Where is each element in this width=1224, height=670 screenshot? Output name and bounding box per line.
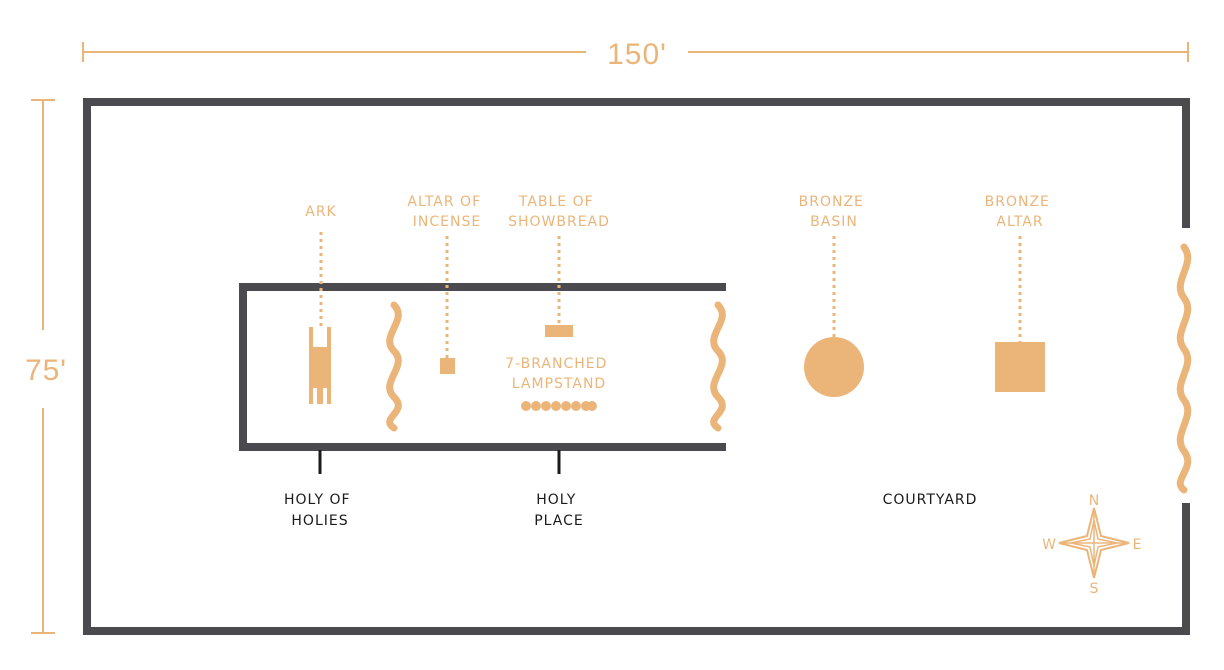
holy-of-holies-label: HOLY OF HOLIES xyxy=(284,492,356,529)
bronze-basin: BRONZE BASIN xyxy=(799,194,870,397)
compass-rose-icon: N S E W xyxy=(1042,493,1141,597)
compass-west: W xyxy=(1042,537,1056,553)
width-dimension: 150' xyxy=(82,38,1189,71)
tent-wall xyxy=(239,283,726,451)
holy-place-area: HOLY PLACE xyxy=(534,450,584,529)
bronze-basin-shape xyxy=(804,337,864,397)
lampstand-label: 7-BRANCHED LAMPSTAND xyxy=(505,356,613,392)
compass-east: E xyxy=(1133,537,1142,553)
table-of-showbread-label: TABLE OF SHOWBREAD xyxy=(508,194,610,230)
compass-south: S xyxy=(1090,581,1099,597)
courtyard-gate-curtain xyxy=(1176,243,1192,494)
bronze-altar-shape xyxy=(995,342,1045,392)
altar-of-incense-label: ALTAR OF INCENSE xyxy=(407,194,486,230)
table-of-showbread-shape xyxy=(545,325,573,337)
tent-entrance-curtain xyxy=(710,301,726,432)
inner-veil-curtain xyxy=(386,301,402,432)
holy-of-holies-area: HOLY OF HOLIES xyxy=(284,450,356,529)
bronze-altar-label: BRONZE ALTAR xyxy=(985,194,1056,230)
ark-label: ARK xyxy=(305,204,337,220)
altar-of-incense-shape xyxy=(440,358,455,374)
bronze-altar: BRONZE ALTAR xyxy=(985,194,1056,392)
holy-place-label: HOLY PLACE xyxy=(534,492,584,529)
courtyard-area: COURTYARD xyxy=(883,492,978,508)
table-of-showbread: TABLE OF SHOWBREAD xyxy=(508,194,610,337)
courtyard-wall xyxy=(83,98,1190,635)
width-label: 150' xyxy=(607,38,667,71)
lampstand: 7-BRANCHED LAMPSTAND xyxy=(505,356,613,411)
ark: ARK xyxy=(305,204,337,404)
courtyard-label: COURTYARD xyxy=(883,492,978,508)
height-dimension: 75' xyxy=(25,99,67,634)
lampstand-lamps xyxy=(521,401,597,411)
bronze-basin-label: BRONZE BASIN xyxy=(799,194,870,230)
altar-of-incense: ALTAR OF INCENSE xyxy=(407,194,486,374)
height-label: 75' xyxy=(25,354,67,387)
compass-north: N xyxy=(1089,493,1099,509)
